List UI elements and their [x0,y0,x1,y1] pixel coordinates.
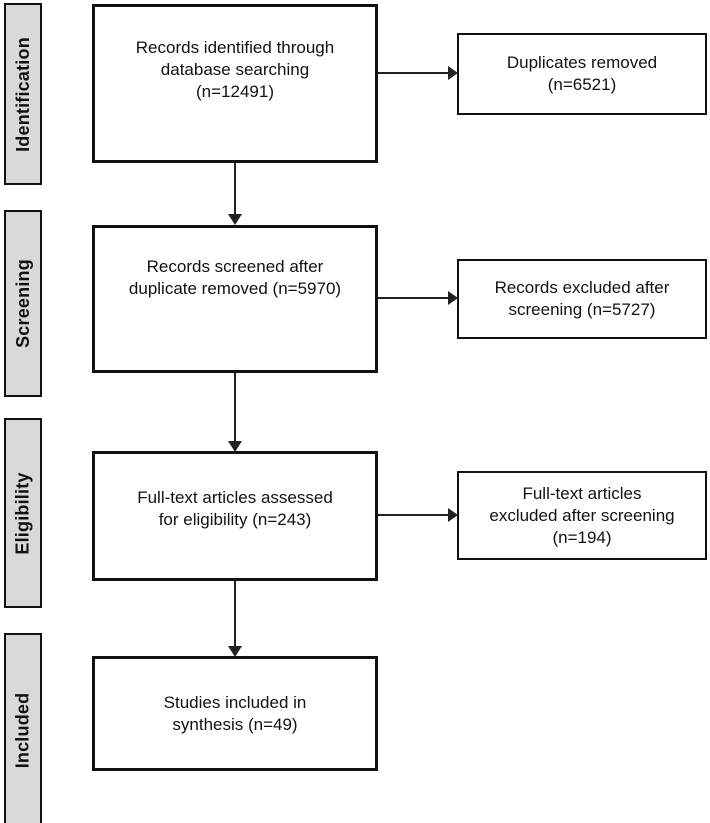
box-fulltext-assessed-text: Full-text articles assessed for eligibil… [137,488,333,529]
box-studies-included: Studies included in synthesis (n=49) [92,656,378,771]
box-records-excluded-text: Records excluded after screening (n=5727… [494,278,670,319]
arrow-right-to-records-excluded-line [378,297,448,299]
arrow-right-to-records-excluded-head-icon [448,291,458,305]
stage-screening: Screening [4,210,42,397]
arrow-right-to-fulltext-excluded-head-icon [448,508,458,522]
stage-screening-label: Screening [12,259,33,348]
arrow-down-identified-to-screened-line [234,163,236,214]
box-records-screened: Records screened after duplicate removed… [92,225,378,373]
box-duplicates-removed-text: Duplicates removed (n=6521) [506,53,658,94]
stage-identification-label: Identification [12,36,33,152]
box-records-identified-text: Records identified through database sear… [135,37,335,101]
stage-included-label: Included [12,692,33,769]
box-fulltext-excluded: Full-text articles excluded after screen… [457,471,707,560]
box-records-screened-text: Records screened after duplicate removed… [128,257,342,298]
box-fulltext-assessed: Full-text articles assessed for eligibil… [92,451,378,581]
stage-eligibility-label: Eligibility [12,471,33,555]
arrow-down-screened-to-assessed-head-icon [228,441,242,452]
box-fulltext-excluded-text: Full-text articles excluded after screen… [489,483,675,547]
arrow-down-screened-to-assessed-line [234,373,236,441]
stage-identification: Identification [4,3,42,185]
stage-eligibility: Eligibility [4,418,42,608]
box-studies-included-text: Studies included in synthesis (n=49) [163,692,307,734]
arrow-down-assessed-to-included-line [234,581,236,646]
box-records-identified: Records identified through database sear… [92,4,378,163]
box-records-excluded: Records excluded after screening (n=5727… [457,259,707,339]
arrow-down-assessed-to-included-head-icon [228,646,242,657]
arrow-right-to-fulltext-excluded-line [378,514,448,516]
arrow-down-identified-to-screened-head-icon [228,214,242,225]
arrow-right-to-duplicates-head-icon [448,66,458,80]
arrow-right-to-duplicates-line [378,72,448,74]
box-duplicates-removed: Duplicates removed (n=6521) [457,33,707,115]
stage-included: Included [4,633,42,823]
